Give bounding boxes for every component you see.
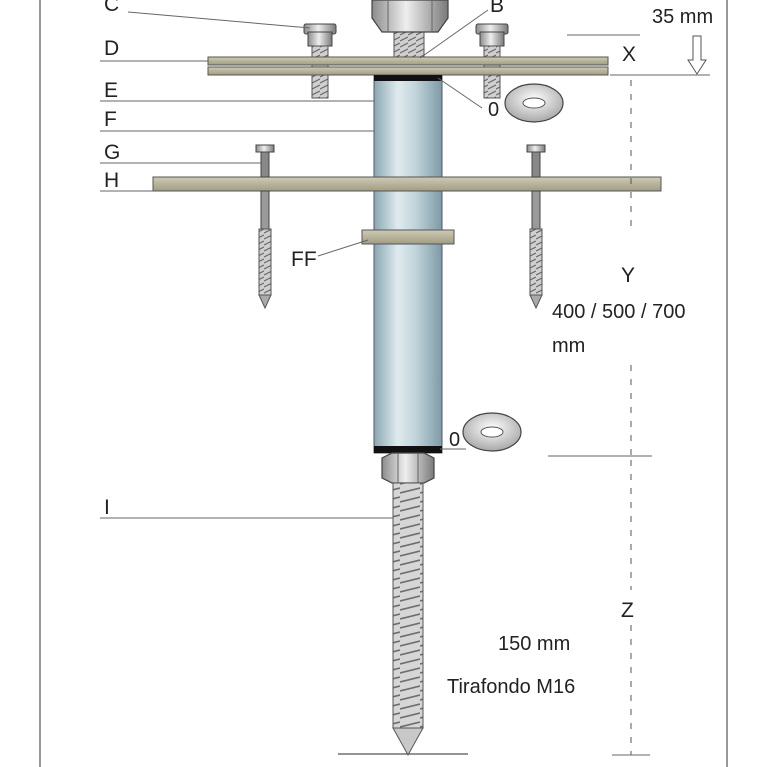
label-i: I [104,496,110,519]
dim-y-label: Y [621,264,635,287]
dim-z-label: Z [621,599,634,622]
top-bolt [371,0,449,63]
label-washer-bottom: 0 [449,429,460,451]
label-ff: FF [291,248,317,271]
dim-x-arrow [687,35,707,75]
dim-y-value-line1: 400 / 500 / 700 [552,301,685,323]
label-f: F [104,108,117,131]
hex-nut [381,452,435,484]
dim-x-label: X [622,43,636,66]
spacer-ff [361,229,455,245]
label-washer-top: 0 [488,99,499,121]
plate-d [207,56,609,76]
label-h: H [104,169,119,192]
label-e: E [104,79,118,102]
screw-g-right [526,144,546,310]
label-d: D [104,37,119,60]
dim-z-caption: Tirafondo M16 [447,676,575,698]
label-b: B [490,0,504,17]
dim-z-value: 150 mm [498,633,570,655]
dim-y-value-line2: mm [552,335,585,357]
tube-f [373,74,443,454]
tube-bottom-band [374,446,442,453]
leader-c [127,11,311,29]
washer-top [504,83,564,123]
leader-washer-top [437,77,483,109]
lag-screw-i [392,482,424,757]
label-g: G [104,141,120,164]
tube-top-band [374,75,442,81]
plate-h [152,176,662,192]
screw-g-left [255,144,275,310]
dim-x-value: 35 mm [652,6,713,28]
washer-bottom [462,412,522,452]
leader-ff [317,239,369,257]
leader-b [419,9,489,59]
label-c: C [104,0,119,16]
